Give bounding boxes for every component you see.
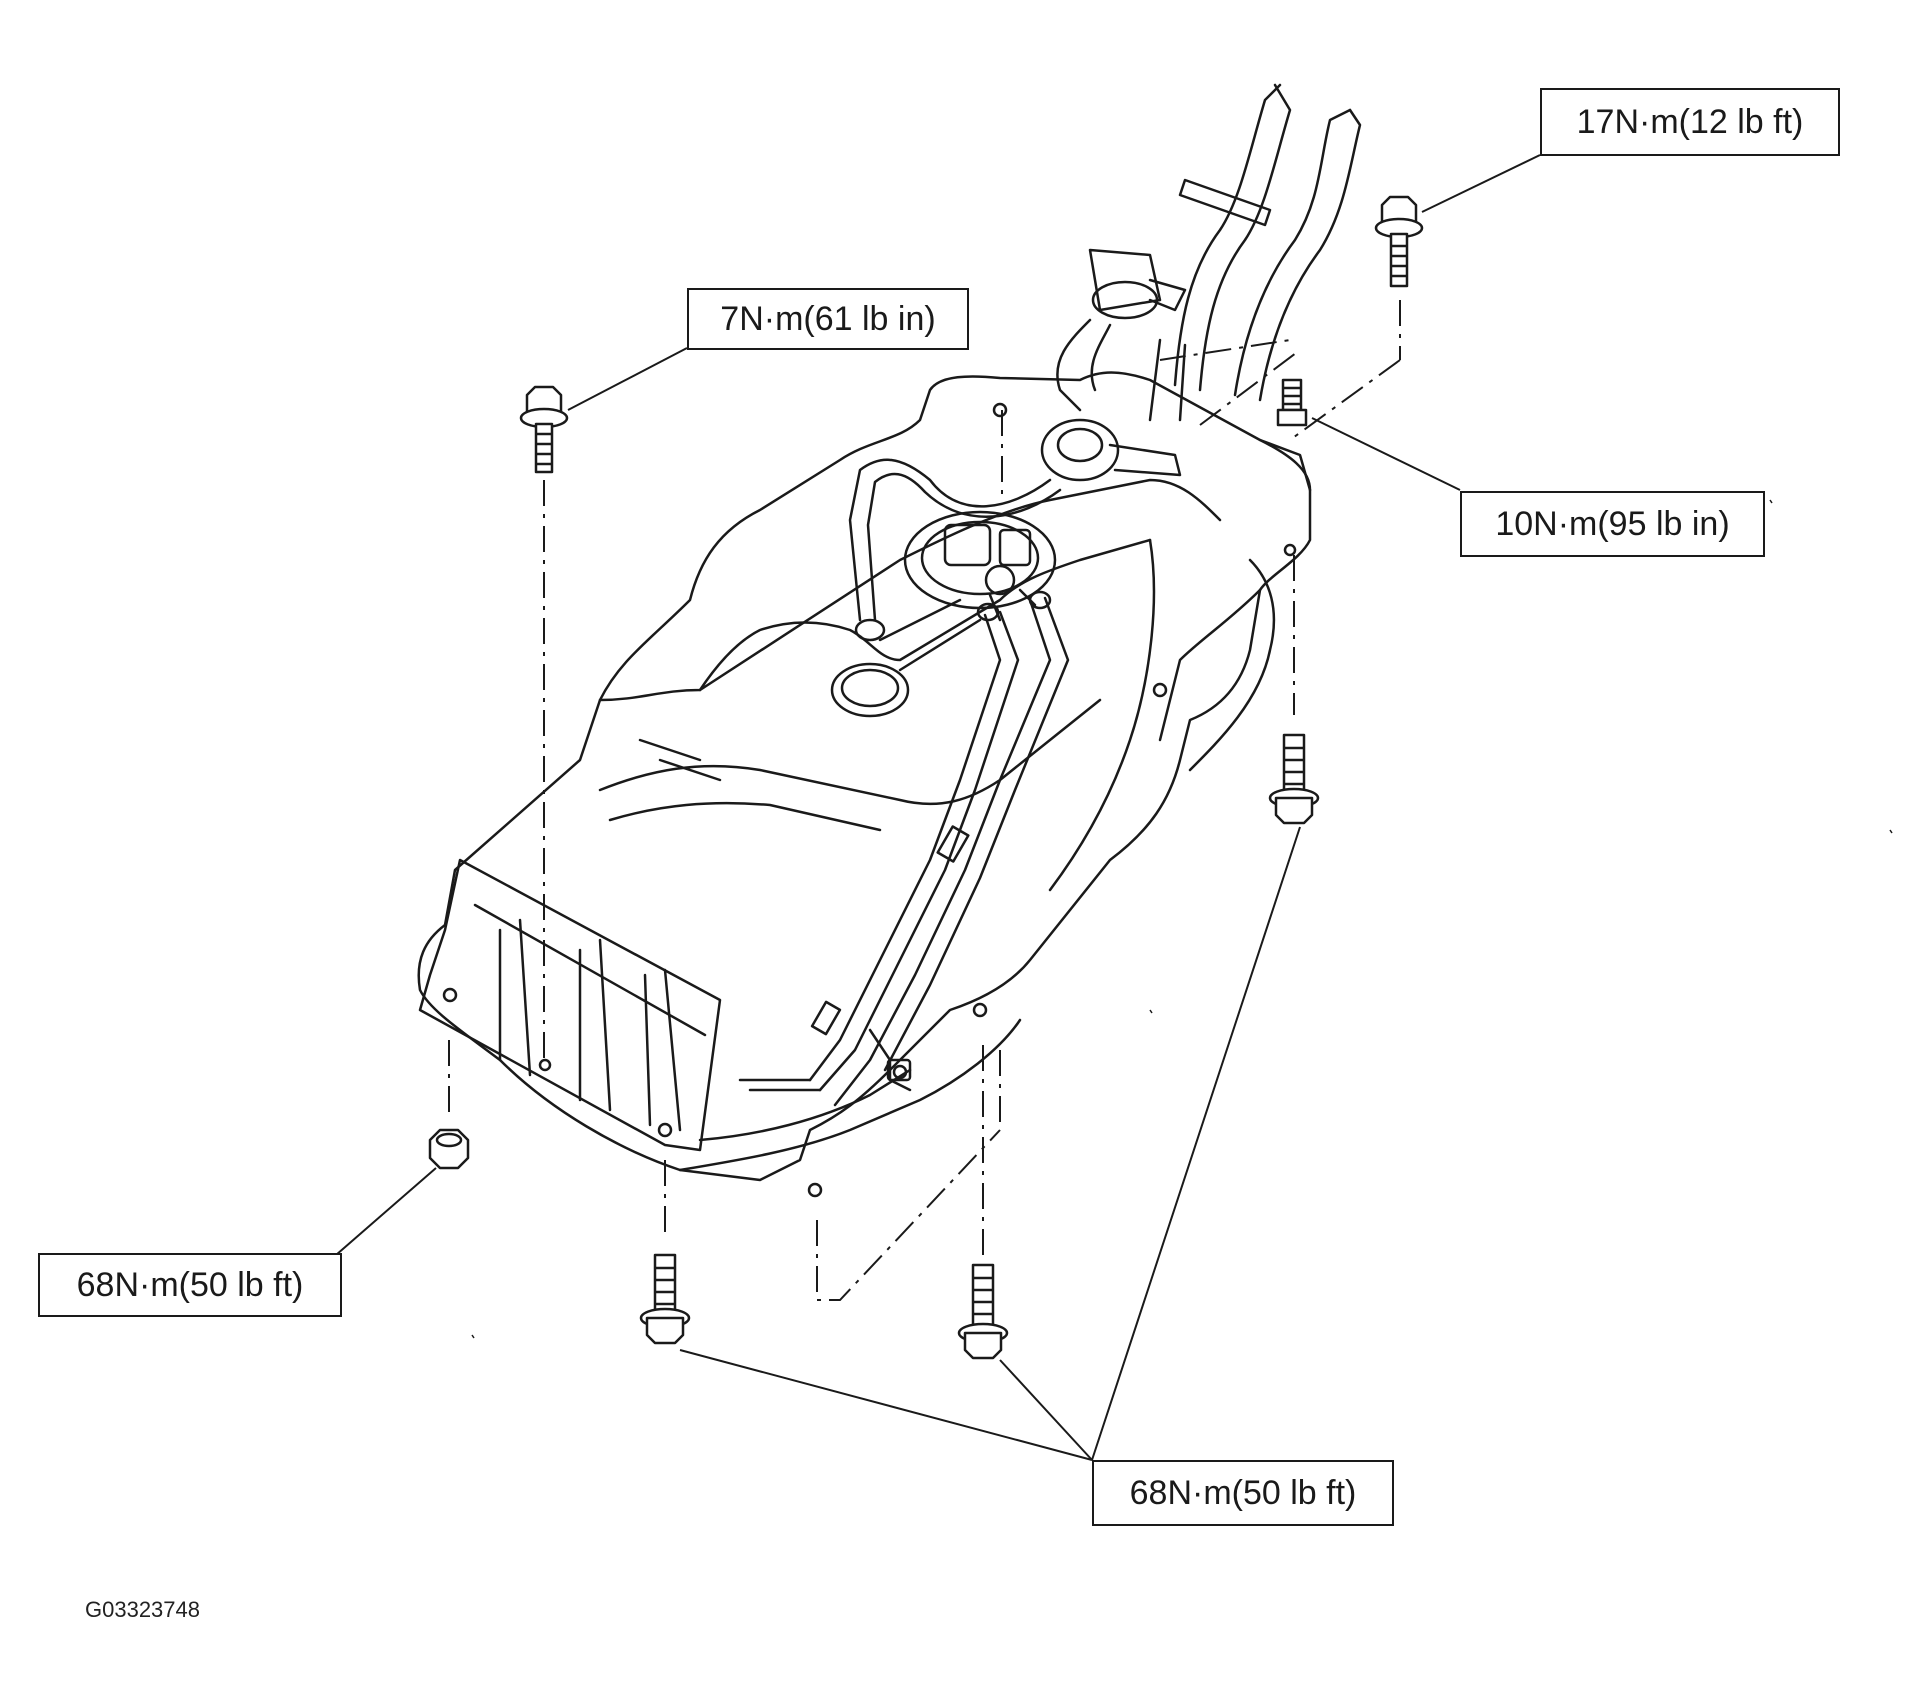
vent-valve <box>1040 418 1182 482</box>
callout-upper-left-bolt-text: 7N·m(61 lb in) <box>720 299 936 338</box>
callout-stud-nut: 10N·m(95 lb in) <box>1460 491 1765 557</box>
lower-bracket <box>868 1028 912 1092</box>
callout-filler-bracket-bolt-text: 17N·m(12 lb ft) <box>1576 102 1804 141</box>
callout-filler-bracket-bolt: 17N·m(12 lb ft) <box>1540 88 1840 156</box>
upper-right-bolt <box>1374 195 1424 288</box>
callout-left-strap-nut-text: 68N·m(50 lb ft) <box>76 1265 304 1304</box>
tank-shield <box>418 858 722 1152</box>
callout-left-strap-nut: 68N·m(50 lb ft) <box>38 1253 342 1317</box>
callout-lower-bolts: 68N·m(50 lb ft) <box>1092 1460 1394 1526</box>
lower-left-bolt <box>639 1253 691 1345</box>
fuel-lines <box>738 458 1070 1107</box>
assembly-lines <box>448 300 1401 1301</box>
leader-lines <box>335 154 1541 1461</box>
filler-neck-hoses <box>1056 83 1362 422</box>
lower-middle-bolt <box>957 1263 1009 1360</box>
callout-upper-left-bolt: 7N·m(61 lb in) <box>687 288 969 350</box>
access-cover <box>830 662 910 718</box>
callout-stud-nut-text: 10N·m(95 lb in) <box>1495 504 1730 543</box>
figure-id: G03323748 <box>85 1597 200 1622</box>
left-strap-nut <box>428 1128 470 1170</box>
upper-left-bolt <box>519 385 569 474</box>
callout-lower-bolts-text: 68N·m(50 lb ft) <box>1129 1473 1357 1512</box>
right-side-bolt <box>1268 733 1320 825</box>
fuel-tank <box>417 371 1312 1198</box>
stud-nut <box>1276 378 1308 427</box>
